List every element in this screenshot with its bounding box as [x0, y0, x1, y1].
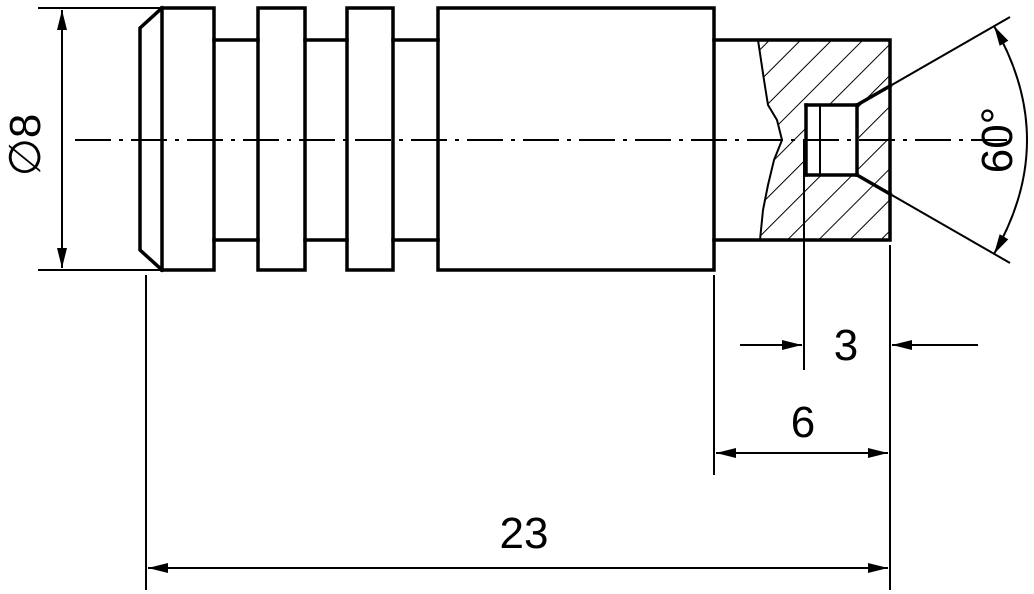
shaft-section	[712, 38, 893, 242]
total-length-label: 23	[500, 509, 549, 558]
cone-offset-label: 3	[834, 321, 858, 370]
total-length-dimension	[145, 245, 891, 590]
disc-two	[345, 6, 395, 272]
chamfered-flange	[138, 5, 216, 273]
bore-length-dimension	[713, 275, 888, 475]
groove-necks	[212, 38, 440, 242]
disc-one	[256, 6, 307, 272]
main-cylinder	[436, 6, 716, 272]
cone-angle-dimension	[889, 16, 1028, 264]
bore-length-label: 6	[791, 398, 815, 447]
cone-offset-dimension	[740, 140, 978, 370]
diameter-label: ∅8	[1, 114, 50, 177]
cone-angle-label: 60°	[973, 107, 1022, 174]
diameter-dimension	[38, 7, 160, 271]
